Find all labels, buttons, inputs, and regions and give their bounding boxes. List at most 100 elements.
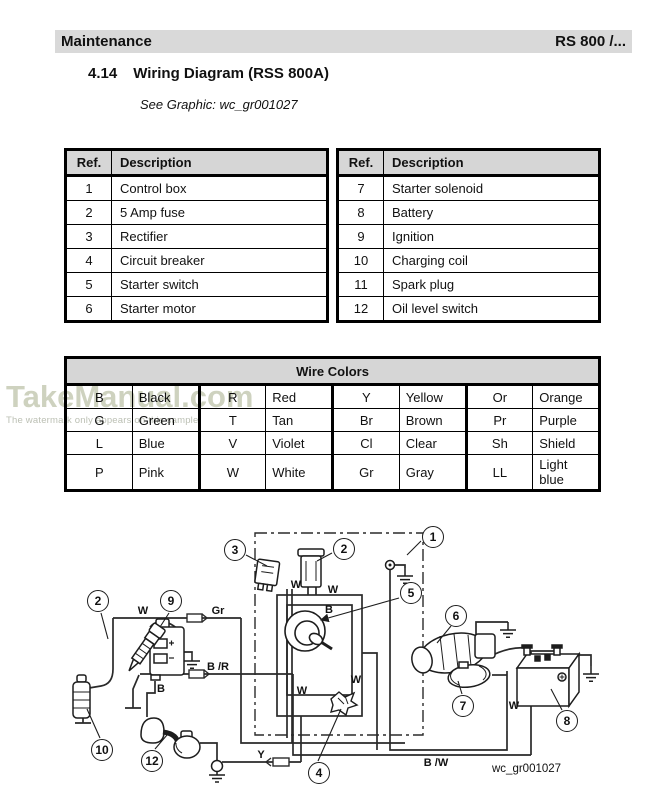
- wire-color-code: P: [65, 454, 133, 491]
- ref-description: Control box: [111, 175, 328, 201]
- ref-description: Battery: [383, 200, 600, 225]
- ref-number: 11: [337, 272, 384, 297]
- fuse-component: [297, 548, 325, 588]
- section-heading: 4.14 Wiring Diagram (RSS 800A): [88, 65, 329, 82]
- wire-label: W: [137, 605, 149, 617]
- wire-color-name: Brown: [398, 408, 467, 432]
- ref-description: Charging coil: [383, 248, 600, 273]
- wire-color-name: White: [265, 454, 333, 491]
- circuit-breaker-component: [329, 691, 359, 717]
- wire-color-code: Cl: [331, 431, 400, 455]
- callout-9: 9: [160, 590, 182, 612]
- ground-icon: [183, 652, 201, 669]
- wire-color-code: R: [197, 384, 267, 409]
- ref-description: Spark plug: [383, 272, 600, 297]
- ground-icon: [582, 665, 600, 682]
- inline-connectors: [186, 613, 290, 767]
- wire-color-name: Shield: [532, 431, 600, 455]
- wire-color-code: L: [65, 431, 133, 455]
- wire-color-code: T: [197, 408, 267, 432]
- desc-col-header: Description: [111, 149, 328, 177]
- ref-number: 2: [65, 200, 112, 225]
- callout-1: 1: [422, 526, 444, 548]
- ref-number: 4: [65, 248, 112, 273]
- ref-description: Starter solenoid: [383, 175, 600, 201]
- callout-7: 7: [452, 695, 474, 717]
- wire-color-name: Purple: [532, 408, 600, 432]
- callout-leaders: [86, 540, 563, 762]
- section-title: Wiring Diagram (RSS 800A): [133, 65, 329, 82]
- wire-label: B: [325, 604, 333, 616]
- wire-label: W: [350, 674, 362, 686]
- wire-color-code: Sh: [464, 431, 534, 455]
- ref-description: 5 Amp fuse: [111, 200, 328, 225]
- figure-caption: wc_gr001027: [492, 763, 562, 775]
- wire-color-name: Light blue: [532, 454, 600, 491]
- control-box-outline: [254, 532, 424, 736]
- ref-number: 9: [337, 224, 384, 249]
- wire-color-code: Br: [331, 408, 400, 432]
- wire-color-name: Violet: [265, 431, 333, 455]
- oil-level-switch-component: [140, 717, 201, 759]
- see-graphic-reference: See Graphic: wc_gr001027: [140, 97, 298, 112]
- wire-color-name: Clear: [398, 431, 467, 455]
- wire-colors-title: Wire Colors: [65, 357, 600, 386]
- wires: [75, 564, 592, 763]
- wire-color-code: Y: [331, 384, 400, 409]
- callout-5: 5: [400, 582, 422, 604]
- section-number: 4.14: [88, 65, 118, 82]
- ground-icon: [396, 567, 414, 584]
- starter-switch-component: [284, 610, 333, 652]
- wire-label: B: [157, 683, 165, 695]
- ref-number: 10: [337, 248, 384, 273]
- wire-color-name: Blue: [131, 431, 200, 455]
- ground-icon: [499, 621, 517, 638]
- wire-color-code: B: [65, 384, 133, 409]
- callout-2: 2: [87, 590, 109, 612]
- callout-12: 12: [141, 750, 163, 772]
- ref-description: Rectifier: [111, 224, 328, 249]
- wire-color-name: Gray: [398, 454, 467, 491]
- header-chapter: Maintenance: [61, 33, 152, 50]
- wire-label: Y: [257, 749, 265, 761]
- wire-color-code: LL: [464, 454, 534, 491]
- wire-color-name: Black: [131, 384, 200, 409]
- wire-color-code: G: [65, 408, 133, 432]
- ref-number: 7: [337, 175, 384, 201]
- wire-label: B /R: [207, 661, 229, 673]
- ref-description: Starter switch: [111, 272, 328, 297]
- wiring-diagram-art: [72, 532, 600, 783]
- ref-number: 5: [65, 272, 112, 297]
- ref-number: 1: [65, 175, 112, 201]
- rectifier-component: [254, 558, 281, 593]
- callout-4: 4: [308, 762, 330, 784]
- wire-color-code: V: [197, 431, 267, 455]
- battery-component: [515, 644, 581, 709]
- terminal-dot: [388, 563, 392, 567]
- wire-label: W: [327, 584, 339, 596]
- ref-col-header: Ref.: [65, 149, 112, 177]
- callout-3: 3: [224, 539, 246, 561]
- wire-color-code: Or: [464, 384, 534, 409]
- ref-number: 12: [337, 296, 384, 322]
- oil-switch-ground: [209, 759, 225, 783]
- page-header-bar: Maintenance RS 800 /...: [55, 30, 632, 53]
- starter-motor-component: [411, 632, 496, 674]
- ref-number: 3: [65, 224, 112, 249]
